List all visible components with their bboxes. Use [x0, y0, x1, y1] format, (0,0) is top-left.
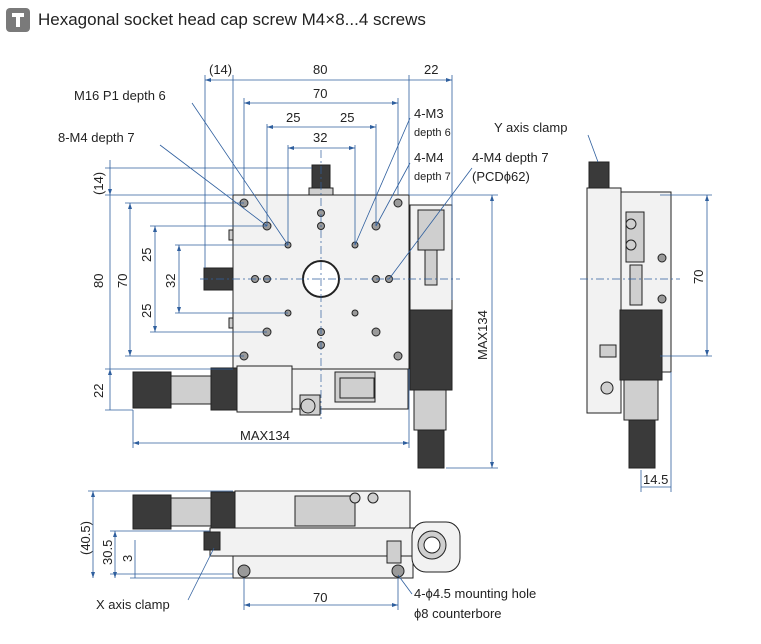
callout-m16: M16 P1 depth 6 [74, 88, 166, 103]
info-tag-icon [6, 8, 30, 32]
callout-4-m4-pcd: 4-M4 depth 7 [472, 150, 549, 165]
x-micrometer [132, 365, 321, 416]
tapped-holes [239, 198, 403, 361]
dim-22-left: 22 [91, 384, 106, 398]
top-view [132, 164, 453, 469]
callout-4-m4: 4-M4 [414, 150, 444, 165]
dim-70-bottom: 70 [313, 590, 327, 605]
dim-25-left: 25 [286, 110, 300, 125]
page-title: Hexagonal socket head cap screw M4×8...4… [38, 10, 426, 29]
front-view [88, 490, 461, 610]
callout-8-m4: 8-M4 depth 7 [58, 130, 135, 145]
dim-70-side: 70 [691, 270, 706, 284]
callout-pcd: (PCDϕ62) [472, 169, 530, 184]
dim-14-top: (14) [209, 62, 232, 77]
dim-70-top: 70 [313, 86, 327, 101]
header: Hexagonal socket head cap screw M4×8...4… [6, 8, 426, 32]
dim-max134-right: MAX134 [475, 310, 490, 360]
callout-4-m3: 4-M3 [414, 106, 444, 121]
callout-m4-depth: depth 7 [414, 171, 451, 183]
dim-3: 3 [120, 555, 135, 562]
dim-30-5: 30.5 [100, 540, 115, 565]
callout-x-clamp: X axis clamp [96, 597, 170, 612]
dim-32-top: 32 [313, 130, 327, 145]
dim-70-left: 70 [115, 274, 130, 288]
dim-25-lower: 25 [139, 304, 154, 318]
dim-14-5: 14.5 [643, 472, 668, 487]
dim-40-5: (40.5) [78, 521, 93, 555]
dim-80-top: 80 [313, 62, 327, 77]
dim-25-right: 25 [340, 110, 354, 125]
side-view [580, 134, 712, 492]
callout-m3-depth: depth 6 [414, 127, 451, 139]
y-clamp-knob [588, 161, 610, 191]
y-micrometer [409, 204, 453, 469]
dim-max134-bottom: MAX134 [240, 428, 290, 443]
top-view-dimensions [105, 75, 498, 469]
callout-y-clamp: Y axis clamp [494, 120, 567, 135]
callout-counterbore: ϕ8 counterbore [414, 606, 502, 621]
dim-25-upper: 25 [139, 248, 154, 262]
dim-32-left: 32 [163, 274, 178, 288]
callout-mounting-hole: 4-ϕ4.5 mounting hole [414, 586, 536, 601]
dim-80-left: 80 [91, 274, 106, 288]
dim-14-left: (14) [91, 172, 106, 195]
dim-22-top: 22 [424, 62, 438, 77]
